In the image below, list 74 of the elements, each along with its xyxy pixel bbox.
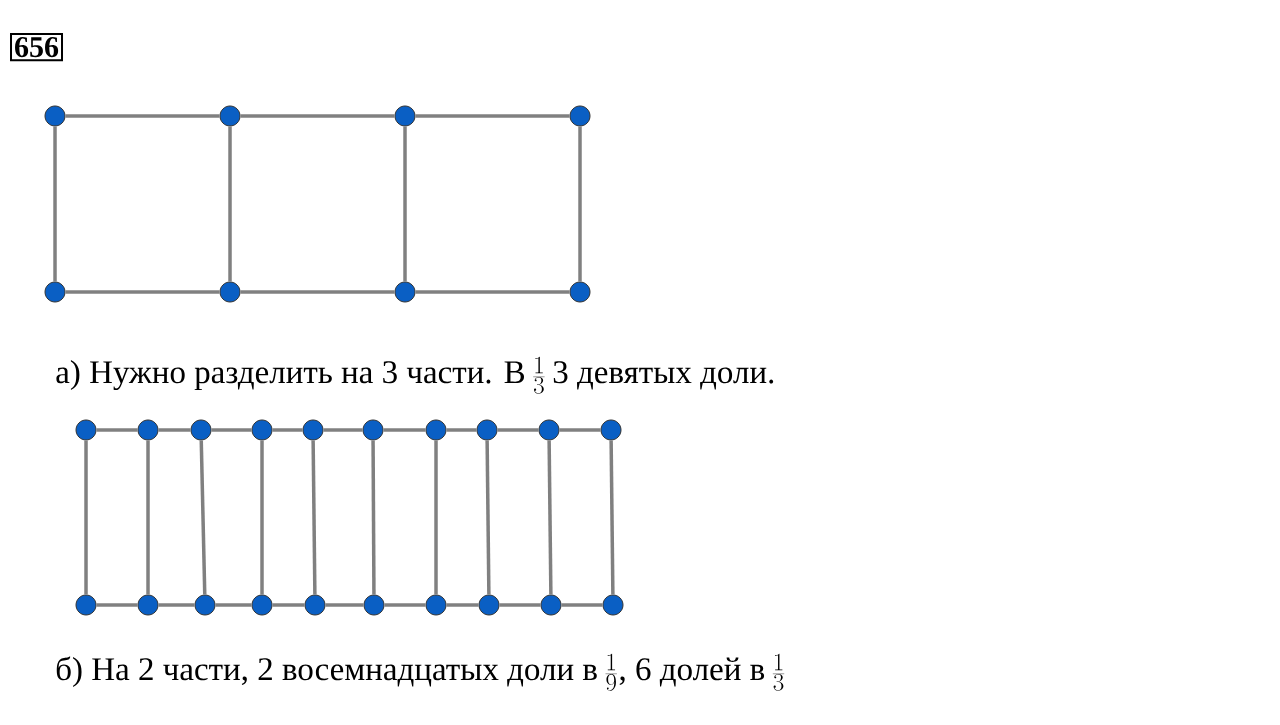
- line-segment: [272, 603, 305, 607]
- point: [44, 105, 66, 127]
- point: [394, 105, 416, 127]
- point: [425, 594, 447, 616]
- line-segment: [403, 126, 407, 282]
- line-segment: [199, 440, 207, 595]
- line-segment: [559, 428, 601, 432]
- point: [219, 281, 241, 303]
- fraction: $\frac{1}{9}$: [605, 653, 617, 691]
- line-segment: [446, 603, 479, 607]
- point: [394, 281, 416, 303]
- point: [569, 281, 591, 303]
- answer-text: б) На 2 части, 2 восемнадцатых доли в: [56, 656, 597, 687]
- line-segment: [325, 603, 364, 607]
- line-segment: [146, 440, 150, 595]
- point: [44, 281, 66, 303]
- point: [600, 419, 622, 441]
- problem-number: 656: [10, 33, 63, 62]
- point: [219, 105, 241, 127]
- line-segment: [158, 428, 191, 432]
- point: [194, 594, 216, 616]
- line-segment: [383, 428, 426, 432]
- point: [476, 419, 498, 441]
- line-segment: [415, 114, 570, 118]
- line-segment: [371, 440, 376, 595]
- line-segment: [561, 603, 603, 607]
- line-segment: [158, 603, 195, 607]
- point: [75, 594, 97, 616]
- point: [478, 594, 500, 616]
- line-segment: [578, 126, 582, 282]
- fraction: $\frac{1}{3}$: [772, 653, 785, 691]
- line-segment: [215, 603, 252, 607]
- point: [251, 419, 273, 441]
- point: [190, 419, 212, 441]
- line-segment: [323, 428, 363, 432]
- line-segment: [260, 440, 264, 595]
- point: [137, 594, 159, 616]
- line-segment: [228, 126, 232, 282]
- line-segment: [211, 428, 252, 432]
- point: [304, 594, 326, 616]
- point: [569, 105, 591, 127]
- line-segment: [311, 440, 317, 595]
- line-segment: [497, 428, 539, 432]
- line-segment: [547, 440, 553, 595]
- point: [540, 594, 562, 616]
- point: [251, 594, 273, 616]
- line-segment: [96, 603, 138, 607]
- line-segment: [384, 603, 426, 607]
- answer-text: , 6 долей в: [619, 657, 765, 687]
- line-segment: [499, 603, 541, 607]
- line-segment: [415, 290, 570, 294]
- point: [363, 594, 385, 616]
- line-segment: [240, 114, 395, 118]
- line-segment: [53, 126, 57, 282]
- fraction: $\frac{1}{3}$: [533, 356, 545, 394]
- point: [602, 594, 624, 616]
- point: [425, 419, 447, 441]
- point: [137, 419, 159, 441]
- line-segment: [485, 440, 491, 595]
- line-segment: [96, 428, 138, 432]
- line-segment: [446, 428, 477, 432]
- line-segment: [272, 428, 303, 432]
- point: [75, 419, 97, 441]
- line-segment: [609, 440, 615, 595]
- point: [538, 419, 560, 441]
- line-segment: [84, 440, 88, 595]
- line-segment: [65, 114, 220, 118]
- line-segment: [65, 290, 220, 294]
- point: [362, 419, 384, 441]
- point: [302, 419, 324, 441]
- line-segment: [240, 290, 395, 294]
- answer-text: а) Нужно разделить на 3 части. В: [56, 360, 524, 391]
- line-segment: [434, 440, 438, 595]
- answer-text: 3 девятых доли.: [553, 361, 774, 390]
